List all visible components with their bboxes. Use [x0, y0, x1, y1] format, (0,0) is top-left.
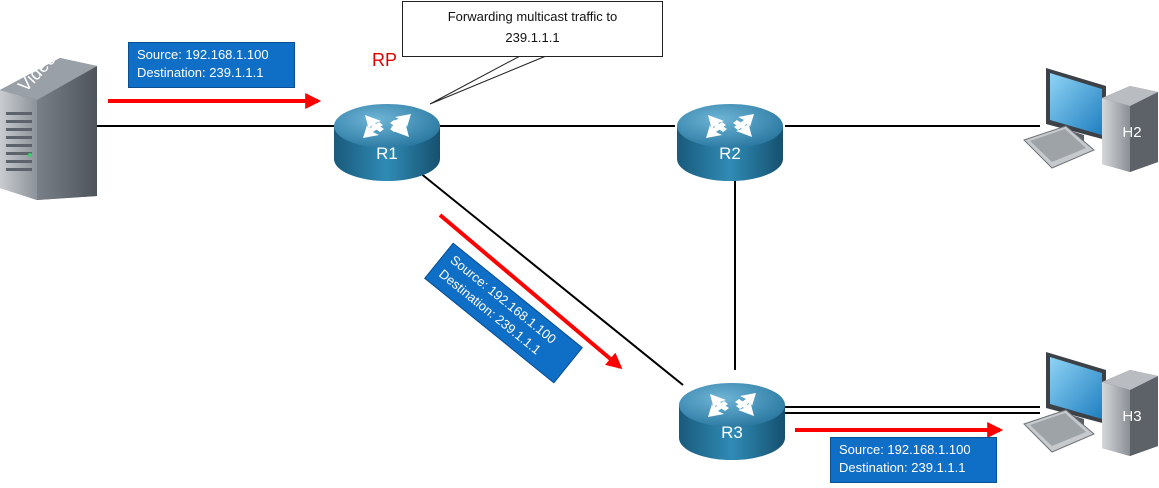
traffic-arrow-r1-r3	[438, 213, 623, 370]
packet-destination: Destination: 239.1.1.1	[137, 65, 264, 80]
router-label-r2: R2	[719, 144, 741, 163]
traffic-arrows	[108, 93, 1004, 438]
router-r1-icon	[334, 104, 440, 181]
video-server-icon	[0, 58, 97, 200]
router-r2-icon	[677, 104, 783, 181]
packet-source: Source: 192.168.1.100	[137, 47, 269, 62]
router-label-r1: R1	[376, 144, 398, 163]
router-r3-icon	[679, 383, 785, 460]
packet-info-r3-h3: Source: 192.168.1.100 Destination: 239.1…	[830, 437, 997, 483]
callout-pointer	[429, 55, 547, 105]
packet-destination: Destination: 239.1.1.1	[839, 460, 966, 475]
links	[97, 125, 1040, 414]
host-label-h3: H3	[1122, 408, 1142, 425]
callout-line-1: Forwarding multicast traffic to	[447, 9, 618, 24]
packet-source: Source: 192.168.1.100	[839, 442, 971, 457]
rp-label: RP	[372, 50, 398, 70]
rp-callout: Forwarding multicast traffic to 239.1.1.…	[402, 1, 663, 57]
router-label-r3: R3	[721, 423, 743, 442]
callout-line-2: 239.1.1.1	[505, 30, 560, 45]
host-label-h2: H2	[1122, 124, 1142, 141]
host-h2-icon	[1023, 68, 1158, 172]
packet-info-server-r1: Source: 192.168.1.100 Destination: 239.1…	[128, 42, 295, 88]
host-h3-icon	[1023, 352, 1158, 456]
link-r1-r3	[413, 167, 684, 386]
